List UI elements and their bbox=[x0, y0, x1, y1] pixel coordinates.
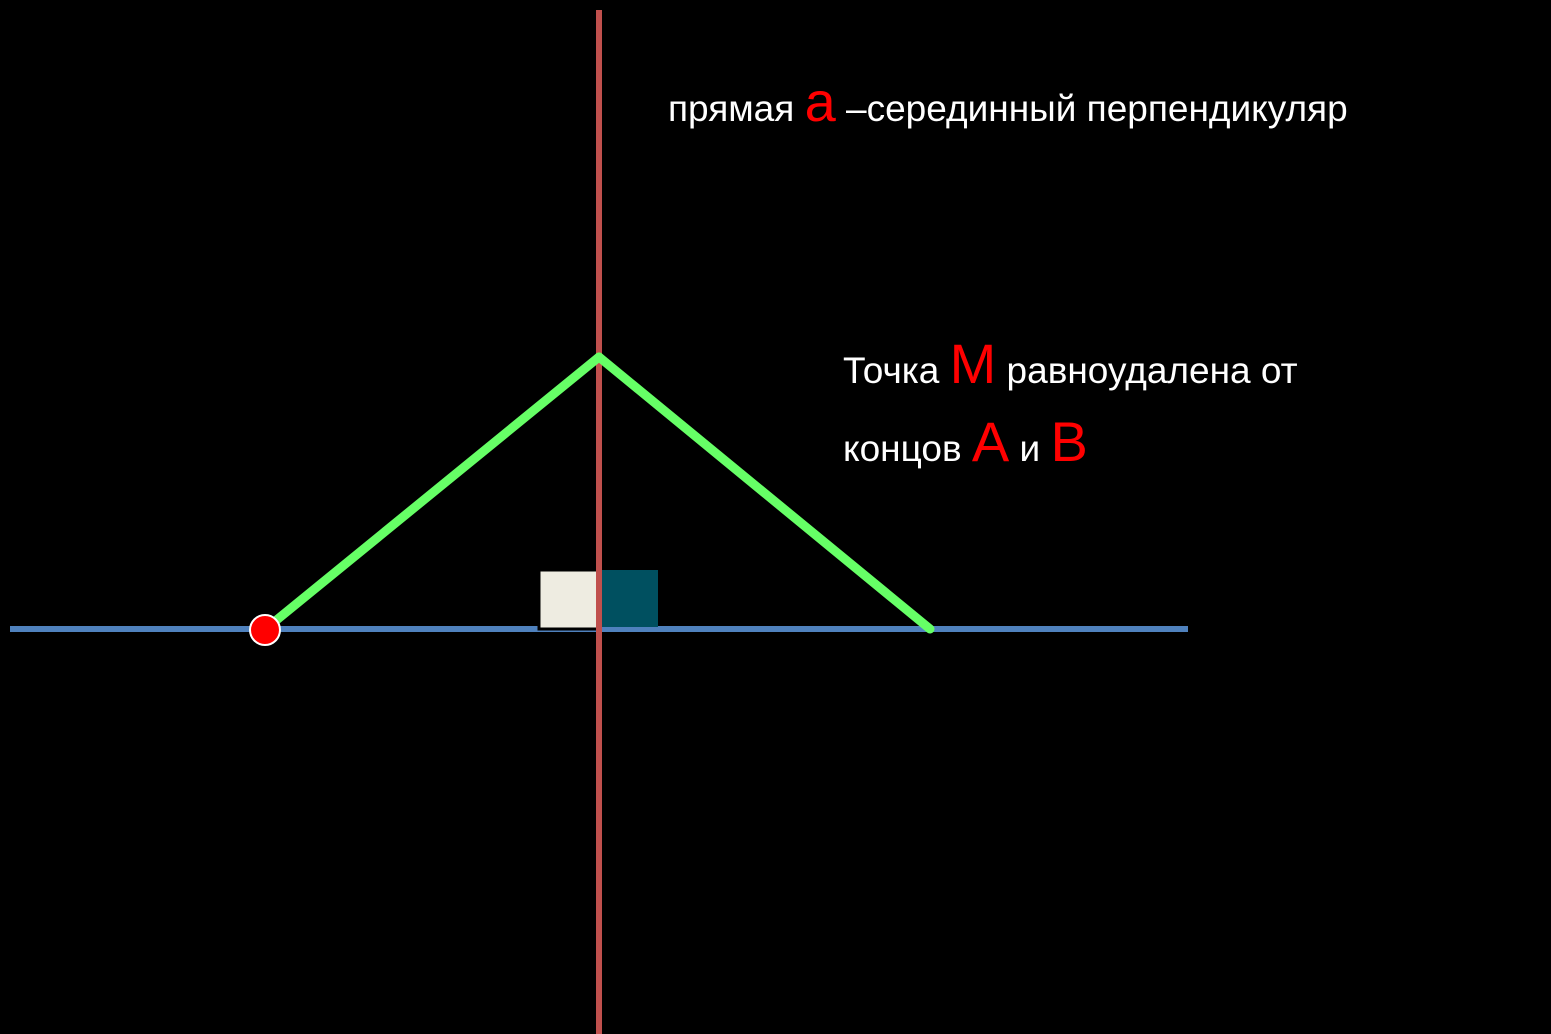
statement-line2-prefix: концов bbox=[843, 428, 972, 469]
caption-top-prefix: прямая bbox=[668, 88, 805, 129]
caption-perpendicular-bisector: прямая а –серединный перпендикуляр bbox=[668, 74, 1348, 130]
label-point-a: А bbox=[971, 410, 1010, 473]
statement-line1-suffix: равноудалена от bbox=[996, 350, 1298, 391]
point-a-marker bbox=[249, 614, 281, 646]
label-point-b: В bbox=[1050, 410, 1088, 473]
caption-statement-line-1: Точка М равноудалена от bbox=[843, 336, 1298, 392]
caption-top-suffix: –серединный перпендикуляр bbox=[835, 88, 1348, 129]
right-angle-marker-left bbox=[537, 568, 600, 631]
statement-line2-middle: и bbox=[1009, 428, 1051, 469]
label-line-a: а bbox=[804, 70, 836, 133]
segment-ma bbox=[263, 352, 604, 632]
segment-mb bbox=[594, 352, 935, 634]
caption-statement-line-2: концов А и В bbox=[843, 414, 1088, 470]
label-point-m: М bbox=[949, 332, 997, 395]
statement-line1-prefix: Точка bbox=[843, 350, 950, 391]
right-angle-marker-right bbox=[600, 570, 658, 627]
